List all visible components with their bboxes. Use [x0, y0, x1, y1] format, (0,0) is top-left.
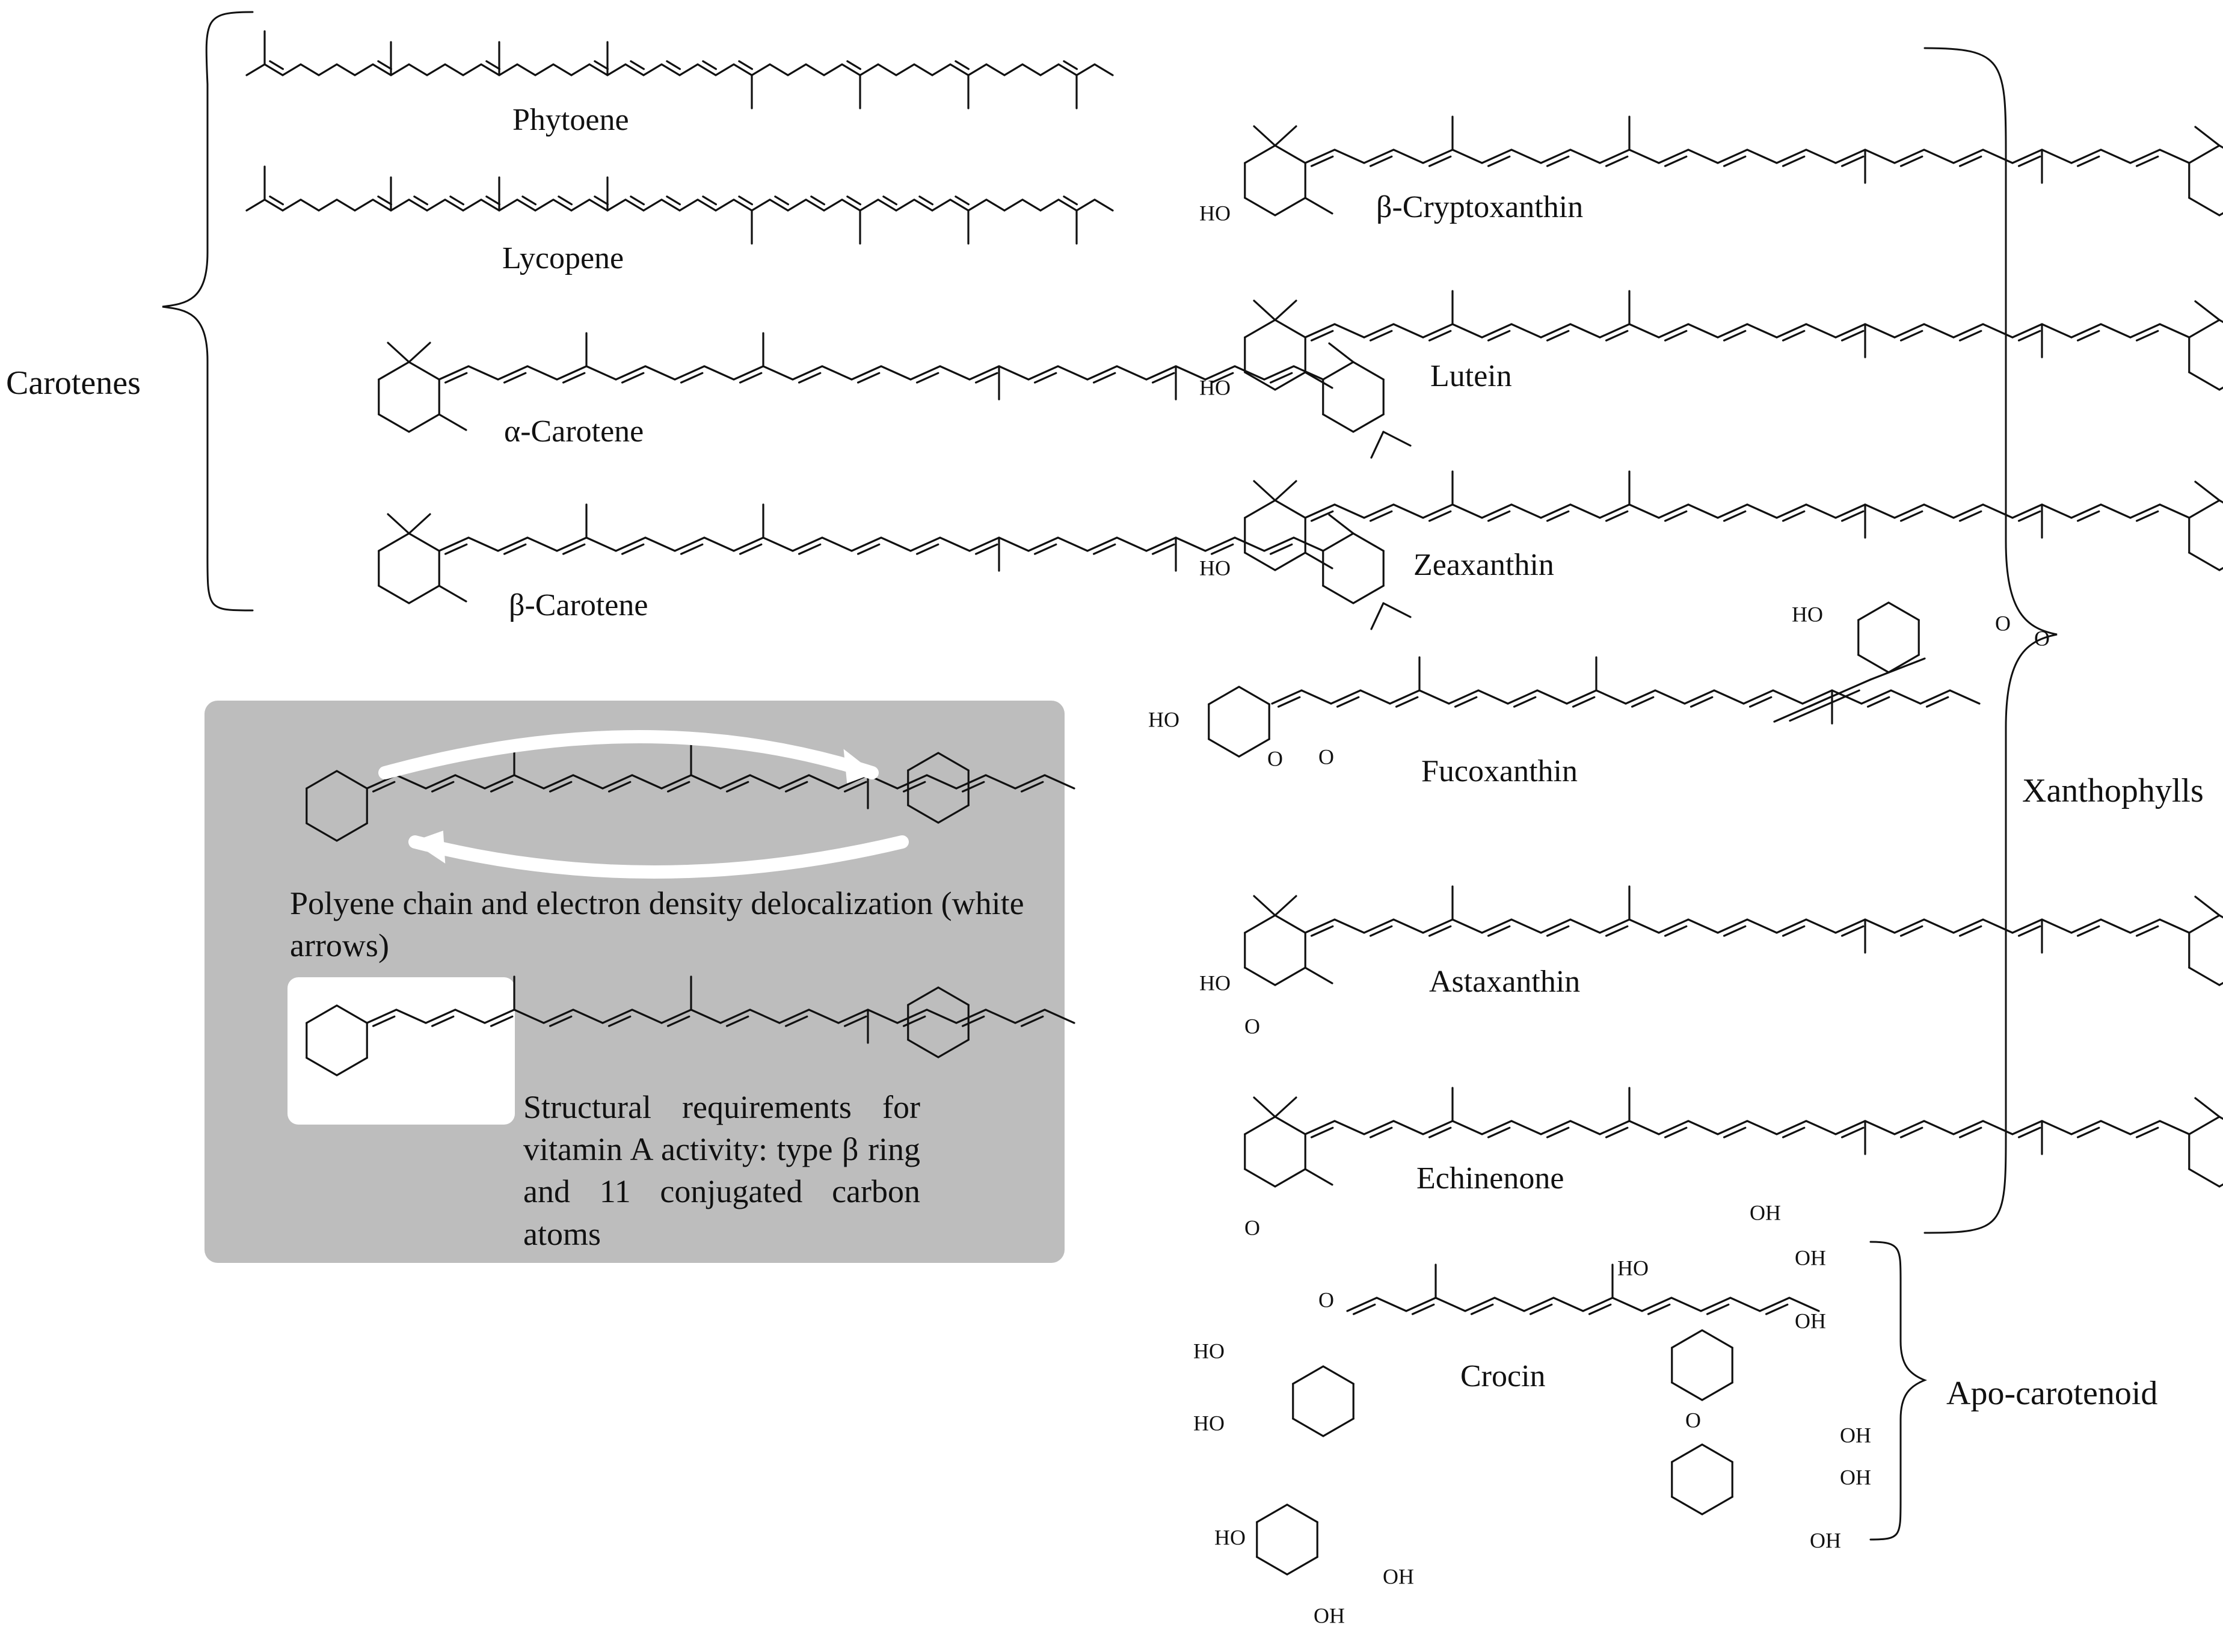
- atom-label: HO: [1199, 971, 1231, 995]
- atom-label: O: [1267, 746, 1283, 770]
- astaxanthin-structure: [1244, 885, 2223, 986]
- echinenone-label: Echinenone: [1416, 1161, 1564, 1196]
- lycopene-label: Lycopene: [502, 241, 624, 275]
- atom-label: OH: [1750, 1200, 1781, 1224]
- phytoene-label: Phytoene: [512, 103, 629, 137]
- echinenone-structure: [1244, 1087, 2223, 1188]
- atom-label: HO: [1148, 707, 1179, 731]
- atom-label: OH: [1795, 1309, 1826, 1333]
- atom-label: O: [1685, 1408, 1701, 1432]
- atom-label: O: [1318, 1288, 1334, 1312]
- apo-carotenoid-brace: [1869, 1241, 1928, 1541]
- atom-label: OH: [1314, 1603, 1345, 1627]
- lycopene-structure: [245, 165, 1114, 245]
- zeaxanthin-label: Zeaxanthin: [1413, 548, 1554, 582]
- alpha-carotene-label: α-Carotene: [504, 414, 644, 449]
- atom-label: HO: [1214, 1525, 1246, 1549]
- beta-carotene-label: β-Carotene: [509, 588, 648, 622]
- atom-label: OH: [1383, 1564, 1414, 1588]
- atom-label: HO: [1199, 201, 1231, 225]
- beta-ring-highlight: [287, 977, 515, 1125]
- alpha-carotene-structure: [378, 332, 1412, 459]
- atom-label: HO: [1792, 602, 1823, 626]
- zeaxanthin-structure: [1244, 470, 2223, 571]
- atom-label: HO: [1193, 1339, 1225, 1363]
- xanthophylls-brace: [1923, 47, 2058, 1234]
- carotenes-group-label: Carotenes: [6, 364, 141, 402]
- lutein-label: Lutein: [1430, 359, 1512, 393]
- atom-label: HO: [1617, 1256, 1649, 1280]
- beta-cryptoxanthin-label: β-Cryptoxanthin: [1376, 190, 1584, 224]
- vitamin-a-requirements-caption: Structural requirements for vitamin A ac…: [523, 1089, 920, 1252]
- atom-label: O: [1995, 611, 2011, 635]
- fucoxanthin-label: Fucoxanthin: [1421, 754, 1578, 788]
- atom-label: HO: [1199, 375, 1231, 399]
- atom-label: O: [1244, 1215, 1260, 1239]
- apo-carotenoid-group-label: Apo-carotenoid: [1946, 1375, 2158, 1412]
- beta-cryptoxanthin-structure: [1244, 115, 2223, 216]
- beta-carotene-structure: [378, 503, 1412, 630]
- atom-label: O: [1318, 745, 1334, 769]
- delocalization-caption: Polyene chain and electron density deloc…: [290, 885, 1024, 964]
- phytoene-structure: [245, 30, 1114, 109]
- delocalization-arrows: [378, 730, 909, 879]
- atom-label: OH: [1810, 1528, 1841, 1552]
- atom-label: OH: [1795, 1245, 1826, 1270]
- atom-label: O: [1244, 1014, 1260, 1038]
- carotenes-brace: [162, 11, 254, 612]
- atom-label: HO: [1199, 556, 1231, 580]
- atom-label: HO: [1193, 1411, 1225, 1435]
- lutein-structure: [1244, 290, 2223, 391]
- panel-retinol-structure: [306, 975, 1075, 1076]
- astaxanthin-label: Astaxanthin: [1429, 965, 1581, 999]
- atom-label: OH: [1840, 1423, 1871, 1447]
- fucoxanthin-structure: [1208, 601, 1981, 758]
- crocin-structure: [1256, 1264, 1820, 1576]
- atom-label: OH: [1840, 1465, 1871, 1489]
- xanthophylls-group-label: Xanthophylls: [2022, 772, 2204, 809]
- crocin-label: Crocin: [1460, 1359, 1546, 1393]
